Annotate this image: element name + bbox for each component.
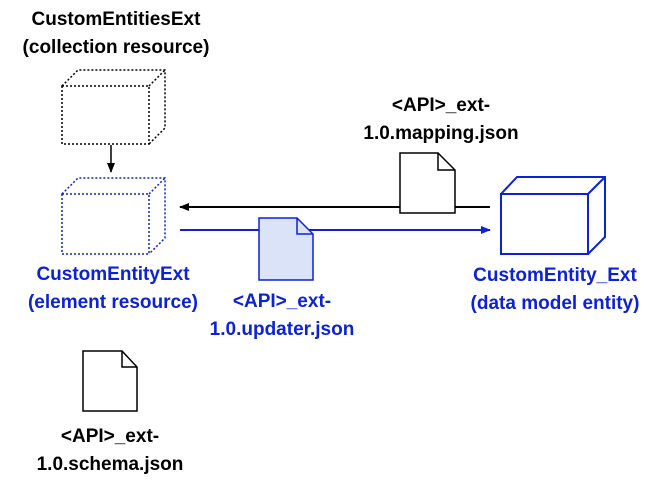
mapping-file-label: <API>_ext- 1.0.mapping.json (336, 92, 546, 148)
element-resource-cube-icon (61, 177, 166, 255)
mapping-document-icon (399, 152, 456, 214)
collection-resource-type: (collection resource) (22, 37, 210, 58)
schema-file-label: <API>_ext- 1.0.schema.json (20, 423, 200, 479)
data-model-entity-name: CustomEntity_Ext (473, 265, 637, 286)
collection-resource-cube-icon (61, 69, 166, 145)
updater-file-label: <API>_ext- 1.0.updater.json (182, 288, 382, 344)
collection-resource-name: CustomEntitiesExt (31, 9, 201, 30)
element-resource-name: CustomEntityExt (36, 264, 190, 285)
data-model-entity-cube-icon (500, 176, 606, 255)
updater-document-icon (258, 217, 314, 281)
data-model-entity-label: CustomEntity_Ext (data model entity) (452, 262, 654, 318)
mapping-file-line2: 1.0.mapping.json (363, 123, 519, 144)
element-resource-type: (element resource) (27, 292, 198, 313)
schema-file-line1: <API>_ext- (60, 426, 160, 447)
mapping-file-line1: <API>_ext- (391, 95, 491, 116)
schema-file-line2: 1.0.schema.json (36, 454, 184, 475)
updater-file-line1: <API>_ext- (232, 291, 332, 312)
element-resource-label: CustomEntityExt (element resource) (6, 261, 220, 317)
updater-file-line2: 1.0.updater.json (209, 319, 355, 340)
data-model-entity-type: (data model entity) (470, 293, 640, 314)
collection-resource-label: CustomEntitiesExt (collection resource) (8, 6, 224, 62)
schema-document-icon (82, 350, 138, 412)
